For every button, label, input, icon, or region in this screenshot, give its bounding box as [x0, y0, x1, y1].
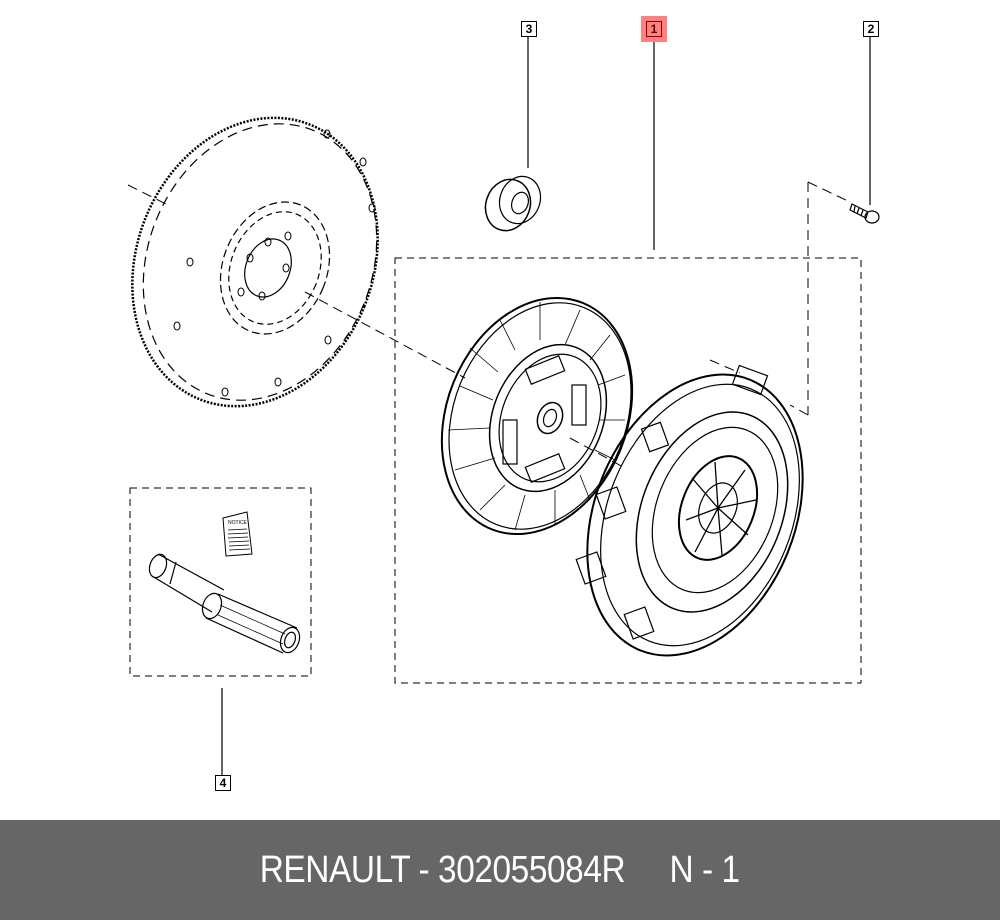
- booklet-title: NOTICE: [228, 520, 248, 526]
- part-number: 302055084R: [438, 848, 626, 891]
- footer-caption: RENAULT - 302055084R N - 1: [260, 849, 740, 892]
- kit-box-1: [394, 257, 862, 684]
- pressure-plate: [575, 364, 804, 657]
- flywheel: [131, 116, 379, 408]
- separator: -: [418, 848, 430, 891]
- callout-1[interactable]: 1: [646, 21, 662, 37]
- callout-2[interactable]: 2: [863, 21, 879, 37]
- position-label: N - 1: [669, 848, 741, 891]
- alignment-tool: [148, 553, 301, 654]
- bolt: [849, 203, 880, 224]
- callout-4[interactable]: 4: [215, 775, 231, 791]
- kit-box-4: [129, 487, 312, 677]
- instructions-booklet: NOTICE: [222, 511, 253, 557]
- footer-bar: RENAULT - 302055084R N - 1: [0, 820, 1000, 920]
- parts-diagram: NOTICE: [127, 37, 880, 775]
- brand-name: RENAULT: [259, 848, 410, 891]
- pilot-bearing: [484, 175, 542, 232]
- callout-3[interactable]: 3: [521, 21, 537, 37]
- clutch-disc: [440, 296, 634, 536]
